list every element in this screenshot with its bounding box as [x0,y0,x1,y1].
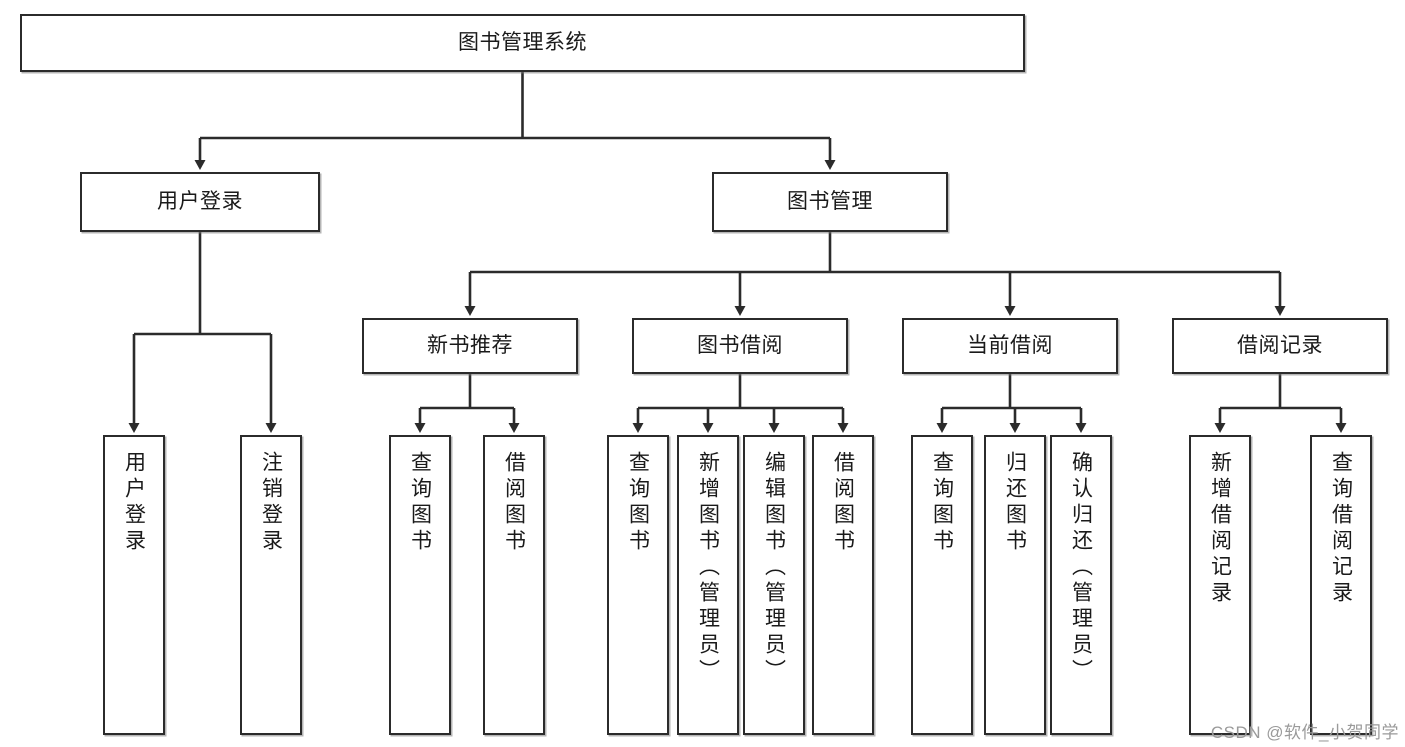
node-label: 查询图书 [930,451,954,555]
node-label: 查询图书 [408,451,432,555]
node-n-borrow[interactable]: 借阅图书 [483,435,545,735]
node-r-add[interactable]: 新增借阅记录 [1189,435,1251,735]
node-label: 当前借阅 [967,333,1053,357]
node-b-edit[interactable]: 编辑图书（管理员） [743,435,805,735]
node-label: 新增借阅记录 [1208,451,1232,607]
node-l-login[interactable]: 用户登录 [103,435,165,735]
node-current[interactable]: 当前借阅 [902,318,1118,374]
node-b-query[interactable]: 查询图书 [607,435,669,735]
node-label: 查询借阅记录 [1329,451,1353,607]
node-c-confirm[interactable]: 确认归还（管理员） [1050,435,1112,735]
node-bookmgmt[interactable]: 图书管理 [712,172,948,232]
node-label: 图书借阅 [697,333,783,357]
node-login[interactable]: 用户登录 [80,172,320,232]
node-label: 确认归还（管理员） [1069,451,1093,685]
node-n-query[interactable]: 查询图书 [389,435,451,735]
node-newbook[interactable]: 新书推荐 [362,318,578,374]
node-record[interactable]: 借阅记录 [1172,318,1388,374]
node-c-query[interactable]: 查询图书 [911,435,973,735]
node-label: 用户登录 [122,451,146,555]
node-label: 注销登录 [259,451,283,555]
node-b-lend[interactable]: 借阅图书 [812,435,874,735]
node-label: 归还图书 [1003,451,1027,555]
node-label: 借阅图书 [831,451,855,555]
node-r-query[interactable]: 查询借阅记录 [1310,435,1372,735]
node-l-logout[interactable]: 注销登录 [240,435,302,735]
node-label: 借阅记录 [1237,333,1323,357]
node-c-return[interactable]: 归还图书 [984,435,1046,735]
node-label: 查询图书 [626,451,650,555]
node-borrow[interactable]: 图书借阅 [632,318,848,374]
node-label: 编辑图书（管理员） [762,451,786,685]
node-label: 新增图书（管理员） [696,451,720,685]
node-label: 图书管理 [787,189,873,213]
node-b-add[interactable]: 新增图书（管理员） [677,435,739,735]
node-label: 用户登录 [157,189,243,213]
node-label: 借阅图书 [502,451,526,555]
node-root[interactable]: 图书管理系统 [20,14,1025,72]
node-label: 新书推荐 [427,333,513,357]
node-label: 图书管理系统 [458,30,587,54]
